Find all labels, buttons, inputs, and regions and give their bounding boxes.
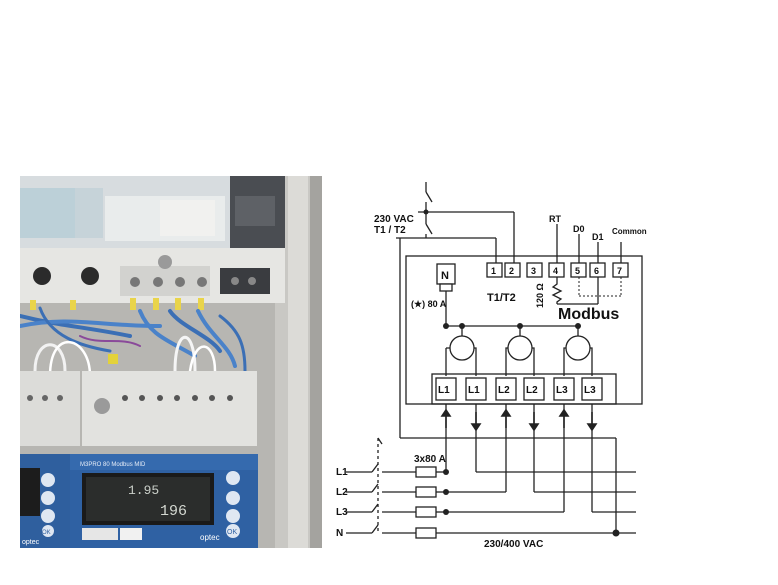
- down-button-icon: [226, 491, 240, 505]
- line-l2-label: L2: [336, 487, 348, 498]
- fuse-note: (★) 80 A: [411, 299, 447, 309]
- tariff-label: T1 / T2: [374, 225, 406, 236]
- terminal-7: 7: [617, 266, 622, 276]
- right-meter-brand: optec: [200, 533, 220, 542]
- wiring-diagram-svg: 230 VAC T1 / T2 N (★) 80 A 1 2 3 4 5 6 7…: [336, 182, 647, 550]
- phase-terminal-l3-in: L3: [556, 385, 568, 396]
- terminal-6: 6: [594, 266, 599, 276]
- ok-button-icon: [226, 524, 240, 538]
- terminal-5: 5: [575, 266, 580, 276]
- resistor-label: 120 Ω: [535, 283, 545, 308]
- line-n-label: N: [336, 528, 343, 539]
- wiring-diagram: 230 VAC T1 / T2 N (★) 80 A 1 2 3 4 5 6 7…: [336, 176, 656, 551]
- right-meter-ok-label: OK: [227, 529, 237, 536]
- phase-terminal-l1-out: L1: [468, 385, 480, 396]
- d0-label: D0: [573, 224, 585, 234]
- display-value-1: 1.95: [128, 483, 159, 498]
- phase-terminal-l3-out: L3: [584, 385, 596, 396]
- installation-photo: OK optec M3PRO 80 Modbus MID 1.95 196 OK…: [20, 176, 322, 548]
- terminal-1: 1: [491, 266, 496, 276]
- right-meter-model: M3PRO 80 Modbus MID: [80, 462, 146, 468]
- terminal-t1t2-label: T1/T2: [487, 292, 516, 304]
- line-l1-label: L1: [336, 467, 348, 478]
- phase-terminal-l1-in: L1: [438, 385, 450, 396]
- installation-photo-drawing: OK optec M3PRO 80 Modbus MID 1.95 196 OK…: [20, 176, 322, 548]
- modbus-label: Modbus: [558, 306, 619, 323]
- supply-label-top: 230 VAC: [374, 214, 414, 225]
- supply-label-bottom: 230/400 VAC: [484, 539, 543, 550]
- rt-label: RT: [549, 214, 561, 224]
- common-label: Common: [612, 227, 647, 236]
- terminal-2: 2: [509, 266, 514, 276]
- phase-terminal-l2-out: L2: [526, 385, 538, 396]
- d1-label: D1: [592, 232, 604, 242]
- menu-button-icon: [226, 509, 240, 523]
- left-meter-brand: optec: [22, 539, 40, 546]
- terminal-3: 3: [531, 266, 536, 276]
- terminal-4: 4: [553, 266, 558, 276]
- display-value-2: 196: [160, 503, 187, 520]
- left-meter-ok-label: OK: [42, 530, 51, 536]
- fuses-label: 3x80 A: [414, 454, 446, 465]
- phase-terminal-l2-in: L2: [498, 385, 510, 396]
- line-l3-label: L3: [336, 507, 348, 518]
- neutral-terminal: N: [441, 270, 449, 282]
- up-button-icon: [226, 471, 240, 485]
